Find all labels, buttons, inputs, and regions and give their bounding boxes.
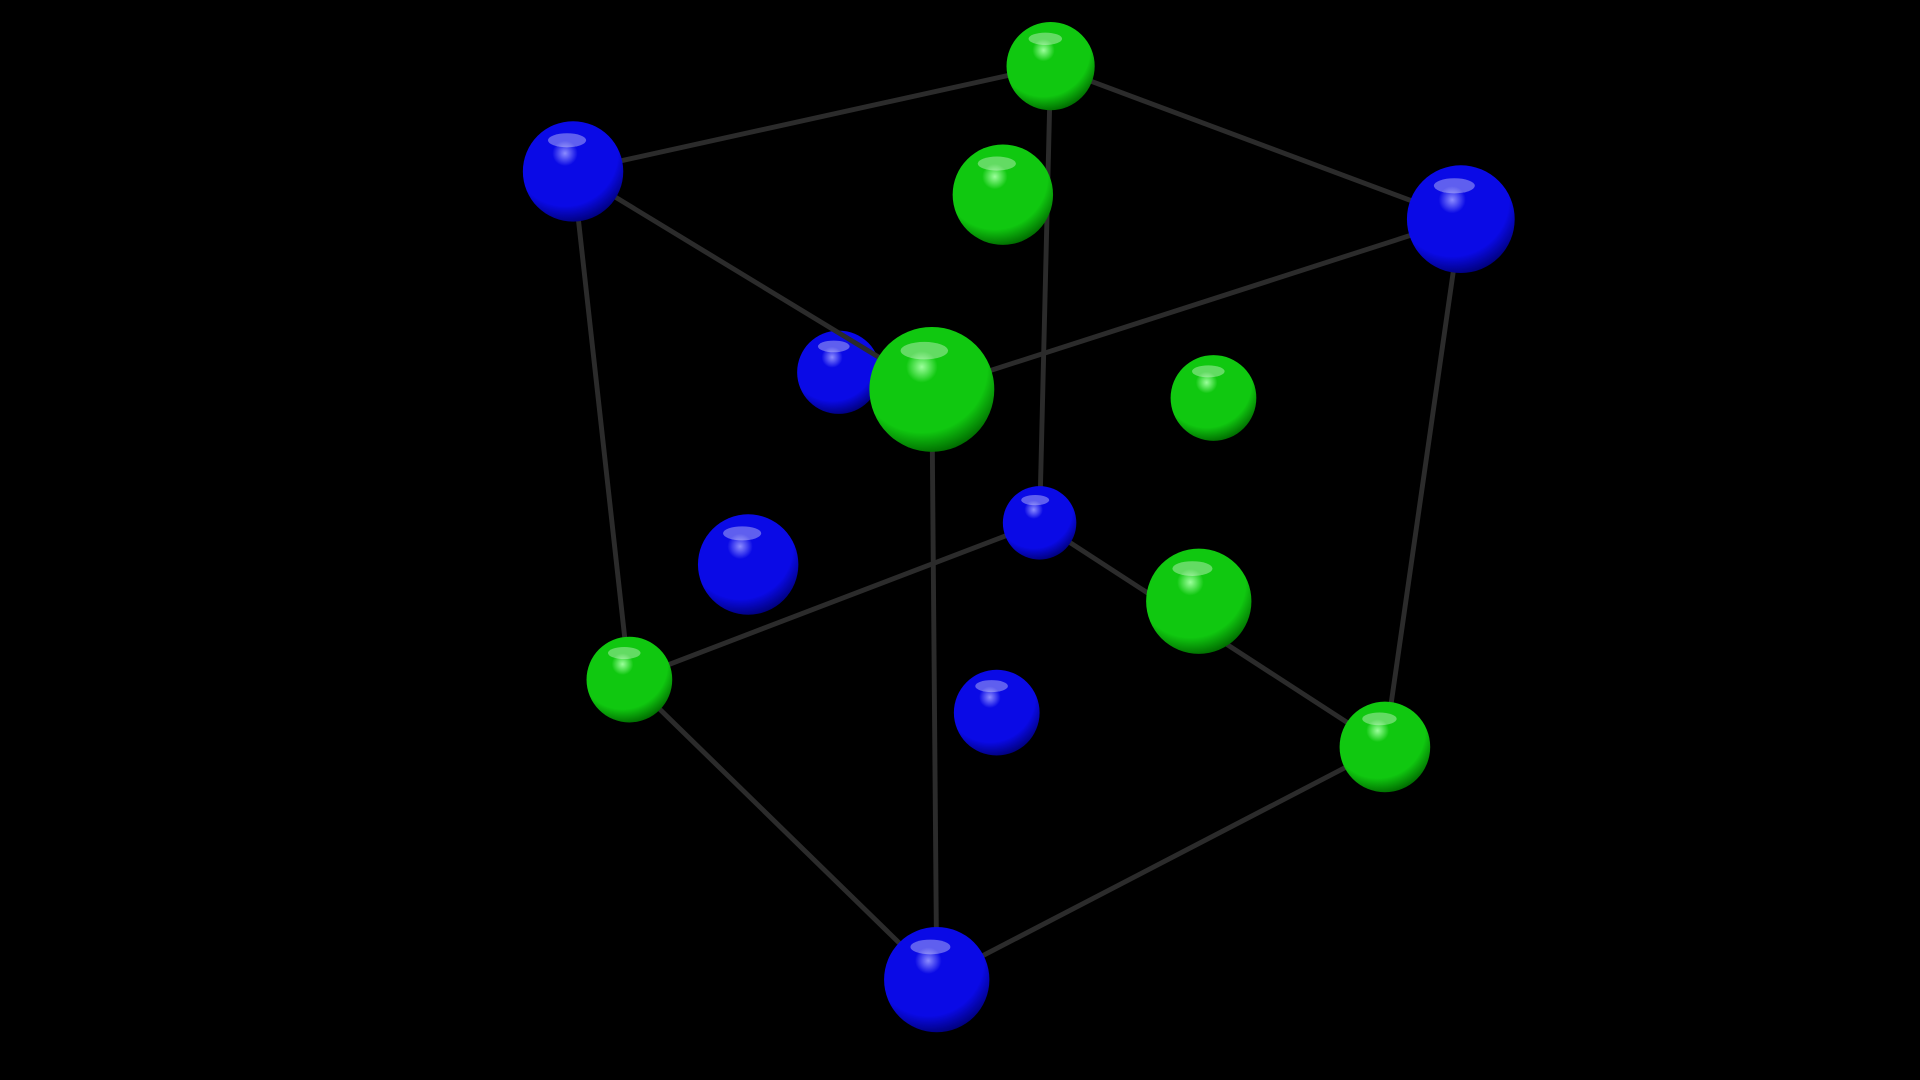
blue-atom-sphere <box>1002 486 1077 560</box>
bond-line <box>1048 63 1464 222</box>
green-atom-sphere <box>1339 701 1431 793</box>
green-atom-sphere <box>1006 22 1095 111</box>
bond-line <box>626 677 940 983</box>
blue-atom-sphere <box>697 514 799 615</box>
specular-highlight <box>1021 494 1050 506</box>
specular-highlight <box>1172 561 1213 576</box>
bond-line <box>934 744 1388 983</box>
atoms <box>522 22 1515 1033</box>
bond-line <box>626 520 1043 683</box>
green-atom-sphere <box>869 326 995 452</box>
blue-atom-sphere <box>953 669 1040 756</box>
specular-highlight <box>1433 178 1475 194</box>
bond-line <box>1382 216 1464 750</box>
specular-highlight <box>1192 365 1225 378</box>
back-atoms <box>797 330 881 414</box>
specular-highlight <box>975 680 1008 693</box>
bond-line <box>570 168 632 683</box>
blue-atom-sphere <box>522 121 624 222</box>
specular-highlight <box>817 340 850 353</box>
blue-atom-sphere <box>1406 165 1515 274</box>
green-atom-sphere <box>1146 548 1252 654</box>
green-atom-sphere <box>586 636 673 723</box>
bond-line <box>1037 63 1054 526</box>
green-atom-sphere <box>952 144 1054 245</box>
blue-atom-sphere <box>884 926 990 1033</box>
specular-highlight <box>723 526 762 541</box>
specular-highlight <box>977 156 1016 171</box>
specular-highlight <box>1362 712 1397 726</box>
specular-highlight <box>607 647 641 660</box>
green-atom-sphere <box>1170 355 1257 441</box>
specular-highlight <box>910 939 951 955</box>
specular-highlight <box>547 133 587 148</box>
bond-line <box>570 63 1054 174</box>
bond-line <box>570 168 935 392</box>
bond-line <box>929 216 1464 392</box>
specular-highlight <box>900 341 949 360</box>
bond-line <box>929 386 940 983</box>
specular-highlight <box>1028 32 1063 45</box>
blue-atom-sphere <box>797 330 881 414</box>
